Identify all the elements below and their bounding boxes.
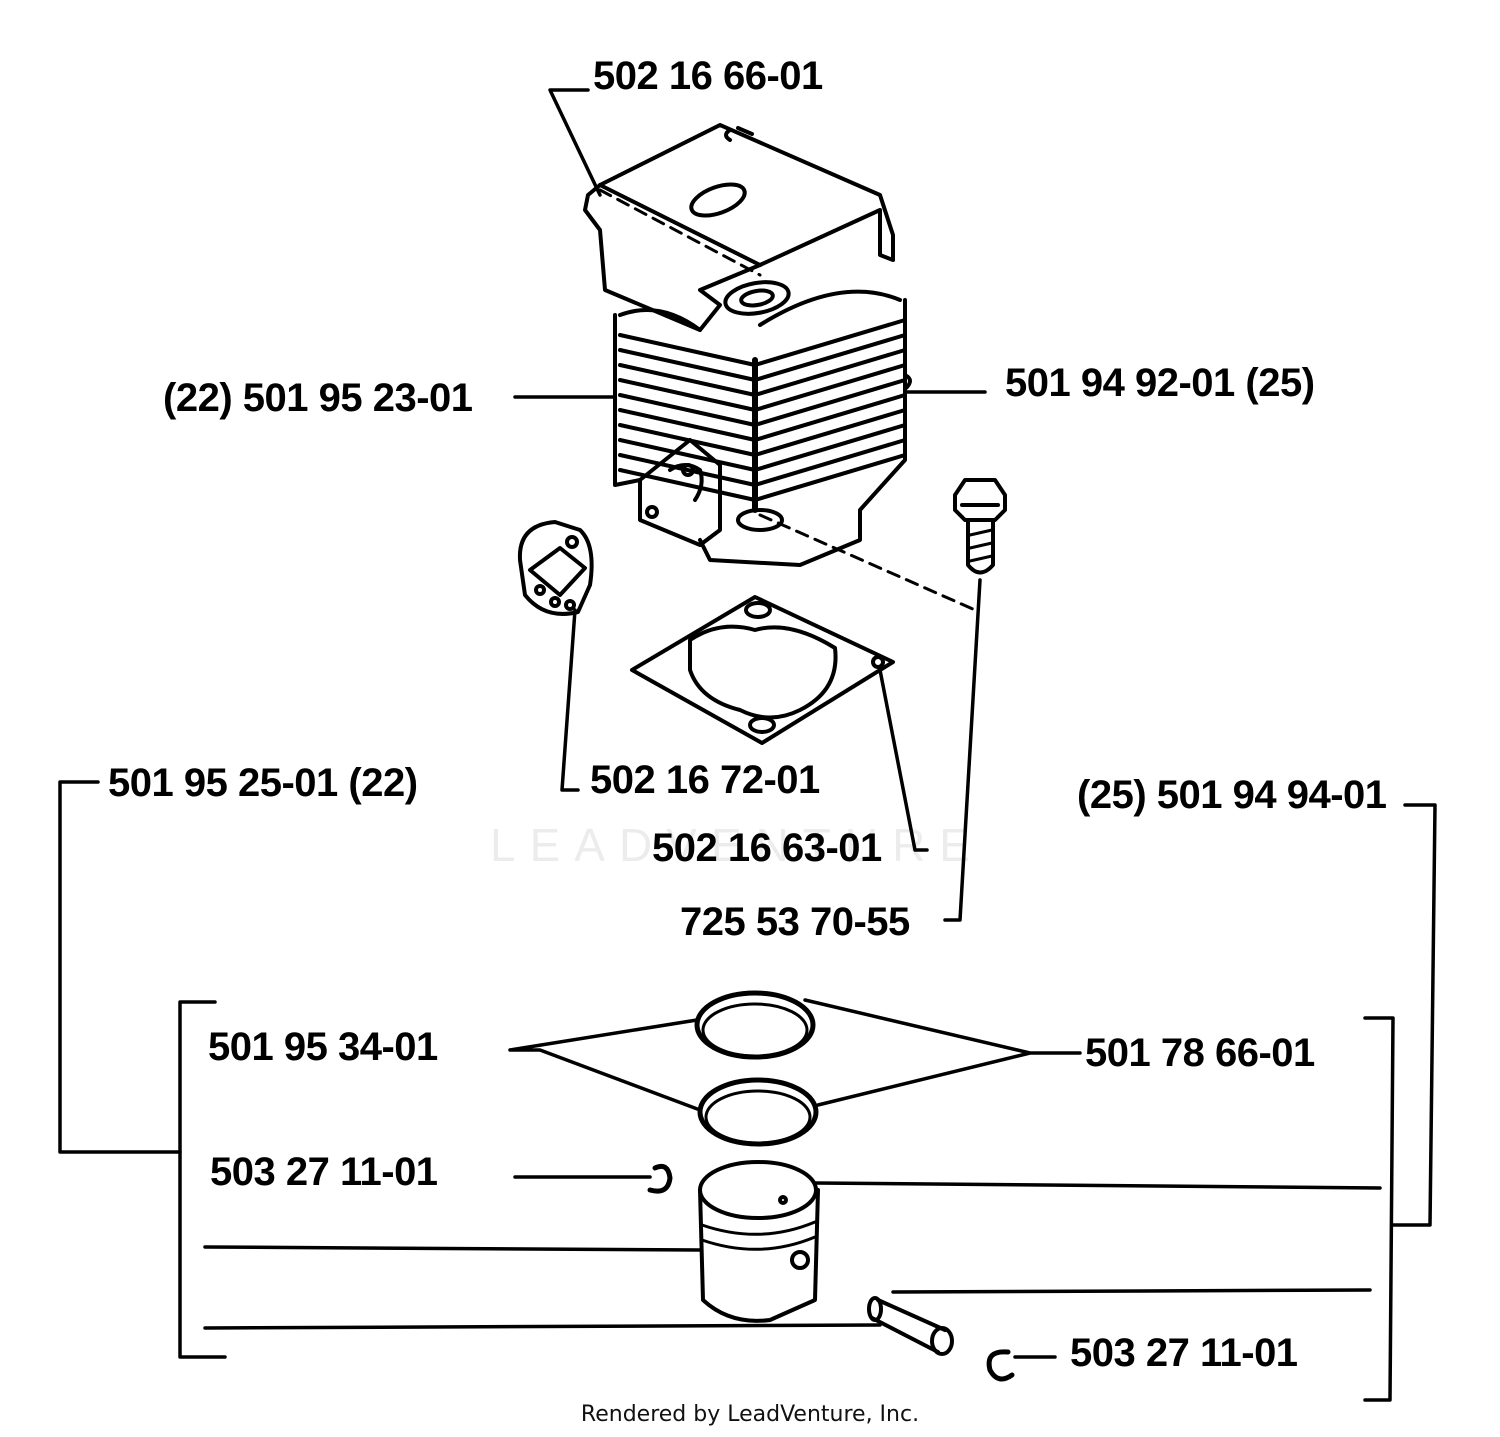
label-piston-kit-22: 501 95 25-01 (22) bbox=[108, 761, 418, 805]
watermark-text: LEADVENTURE bbox=[490, 819, 984, 871]
piston-ring-lower bbox=[697, 1077, 819, 1147]
label-piston-ring-left: 501 95 34-01 bbox=[208, 1025, 438, 1069]
label-muffler-gasket: 502 16 72-01 bbox=[590, 758, 820, 802]
label-cylinder-gasket: 502 16 63-01 bbox=[652, 826, 882, 870]
label-heat-shield: 502 16 66-01 bbox=[593, 54, 823, 98]
credit-text: Rendered by LeadVenture, Inc. bbox=[580, 1402, 920, 1427]
piston-ring-upper bbox=[694, 990, 816, 1060]
label-piston-ring-right: 501 78 66-01 bbox=[1085, 1031, 1315, 1075]
label-cylinder-alt: 501 94 92-01 (25) bbox=[1005, 361, 1315, 405]
label-piston-kit-25: (25) 501 94 94-01 bbox=[1077, 773, 1387, 817]
label-circlip-bottom: 503 27 11-01 bbox=[1070, 1331, 1298, 1375]
leader-lines-upper bbox=[513, 88, 987, 922]
heat-shield bbox=[583, 123, 895, 332]
circlip-bottom bbox=[986, 1349, 1015, 1382]
label-screw: 725 53 70-55 bbox=[680, 900, 910, 944]
circlip-top bbox=[647, 1163, 673, 1194]
brackets bbox=[58, 780, 1437, 1402]
cylinder-gasket bbox=[630, 595, 895, 745]
muffler-gasket bbox=[517, 520, 594, 616]
piston bbox=[698, 1160, 820, 1323]
label-cylinder: (22) 501 95 23-01 bbox=[163, 376, 473, 420]
alignment-lines bbox=[598, 188, 977, 612]
leader-lines-lower bbox=[203, 998, 1382, 1359]
screw bbox=[953, 478, 1007, 575]
cylinder bbox=[613, 289, 912, 567]
label-circlip-top: 503 27 11-01 bbox=[210, 1150, 438, 1194]
piston-pin bbox=[867, 1296, 954, 1356]
